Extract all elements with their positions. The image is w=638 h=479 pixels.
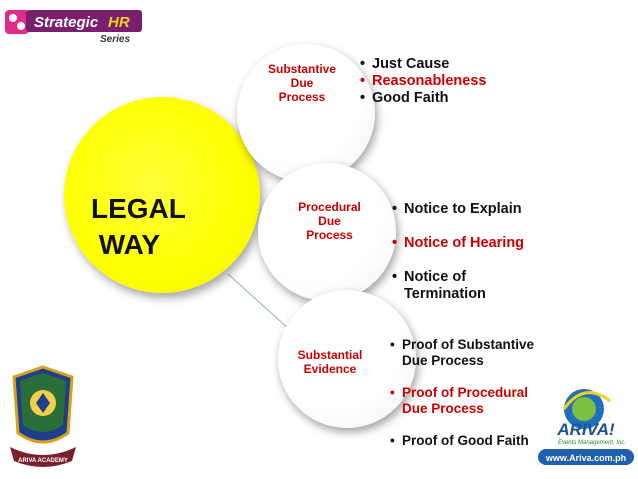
root-circle-legal-way	[64, 97, 260, 293]
node-procedural-due-process	[258, 163, 396, 301]
bullet-item: Proof of Good Faith	[390, 433, 590, 449]
svg-text:HR: HR	[108, 14, 130, 31]
svg-text:www.Ariva.com.ph: www.Ariva.com.ph	[545, 453, 626, 463]
svg-text:Events Management, Inc.: Events Management, Inc.	[558, 440, 626, 446]
ariva-academy-badge: ARIVA ACADEMY	[10, 365, 76, 467]
bullet-item: Good Faith	[360, 90, 560, 107]
bullet-item: Notice to Explain	[392, 201, 612, 218]
root-label: LEGAL WAY	[91, 193, 186, 260]
node-substantive-due-process	[237, 44, 375, 182]
svg-text:Strategic: Strategic	[34, 14, 99, 31]
bullets-procedural-due-process: Notice to Explain Notice of Hearing Noti…	[392, 184, 612, 320]
connector-line-3	[227, 273, 291, 331]
node-label-substantial-evidence: Substantial Evidence	[297, 348, 363, 376]
svg-text:Series: Series	[100, 34, 130, 44]
node-label-substantive-due-process: Substantive Due Process	[267, 62, 336, 104]
bullet-item: Just Cause	[360, 56, 560, 73]
bullet-item: Proof of Procedural Due Process	[390, 385, 590, 417]
strategic-hr-logo: Strategic HR Series	[5, 10, 142, 44]
bullet-item: Notice of Termination	[392, 269, 612, 303]
bullet-item: Reasonableness	[360, 73, 560, 90]
node-label-procedural-due-process: Procedural Due Process	[298, 200, 361, 242]
bullet-item: Notice of Hearing	[392, 235, 612, 252]
bullets-substantive-due-process: Just Cause Reasonableness Good Faith	[360, 56, 560, 107]
bullets-substantial-evidence: Proof of Substantive Due Process Proof o…	[390, 321, 590, 465]
bullet-item: Proof of Substantive Due Process	[390, 337, 590, 369]
svg-text:ARIVA ACADEMY: ARIVA ACADEMY	[18, 458, 68, 464]
